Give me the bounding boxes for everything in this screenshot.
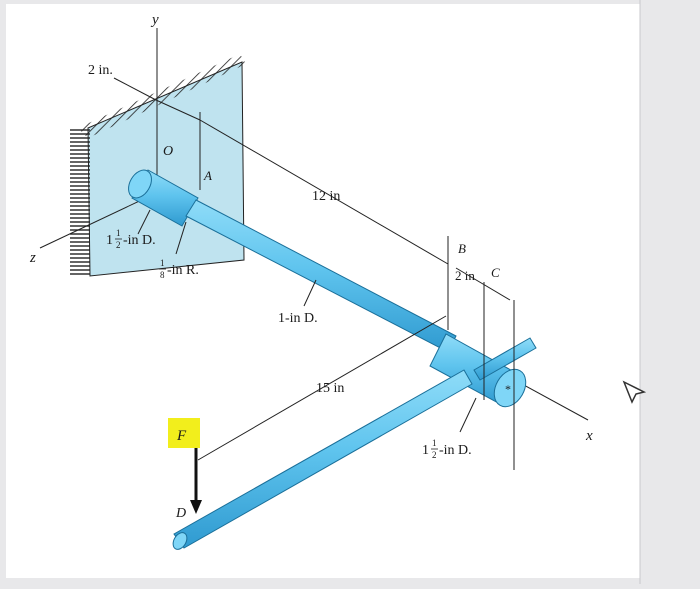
label-base-diameter: 1 1 2 -in D. — [106, 228, 156, 250]
dim-line-12in — [199, 119, 449, 265]
point-label-A: A — [203, 168, 212, 183]
stub-rod — [473, 337, 537, 381]
fillet-den: 8 — [160, 270, 165, 280]
hub-dia-whole: 1 — [422, 443, 429, 458]
point-label-F: F — [176, 428, 187, 444]
dim-line-15in — [197, 315, 447, 461]
base-hub — [128, 169, 199, 227]
z-axis-line — [39, 195, 151, 249]
end-hub: * — [429, 333, 527, 408]
f-highlight — [168, 418, 200, 448]
lever-end-cap — [172, 532, 188, 550]
point-label-D: D — [175, 506, 186, 521]
base-dia-num: 1 — [116, 228, 121, 238]
point-label-O: O — [163, 144, 173, 159]
paper-background — [6, 4, 640, 578]
dim-wall-offset: 2 in. — [88, 63, 113, 78]
svg-text:*: * — [505, 382, 511, 396]
hub-dia-suffix: -in D. — [439, 443, 472, 458]
dim-hub-gap: 2 in — [455, 268, 475, 283]
lever-arm — [173, 369, 473, 549]
dim-shaft-length: 12 in — [312, 189, 340, 204]
mouse-pointer-icon — [622, 380, 647, 404]
base-dia-den: 2 — [116, 240, 121, 250]
wall-top-hatch — [78, 54, 246, 138]
axis-label-z: z — [29, 250, 36, 266]
fillet-suffix: -in R. — [167, 263, 199, 278]
base-dia-whole: 1 — [106, 233, 113, 248]
dim-arm-length: 15 in — [316, 381, 344, 396]
label-hub-diameter: 1 1 2 -in D. — [422, 438, 472, 460]
axis-label-y: y — [150, 12, 159, 28]
fillet-num: 1 — [160, 258, 165, 268]
point-label-C: C — [491, 265, 500, 280]
hub-dia-den: 2 — [432, 450, 437, 460]
hub-dia-num: 1 — [432, 438, 437, 448]
base-dia-suffix: -in D. — [123, 233, 156, 248]
label-shaft-diameter: 1-in D. — [278, 311, 318, 326]
wall-side-hatch — [70, 128, 90, 276]
point-label-B: B — [458, 241, 466, 256]
axis-label-x: x — [585, 428, 593, 444]
label-fillet-radius: 1 8 -in R. — [159, 258, 199, 280]
